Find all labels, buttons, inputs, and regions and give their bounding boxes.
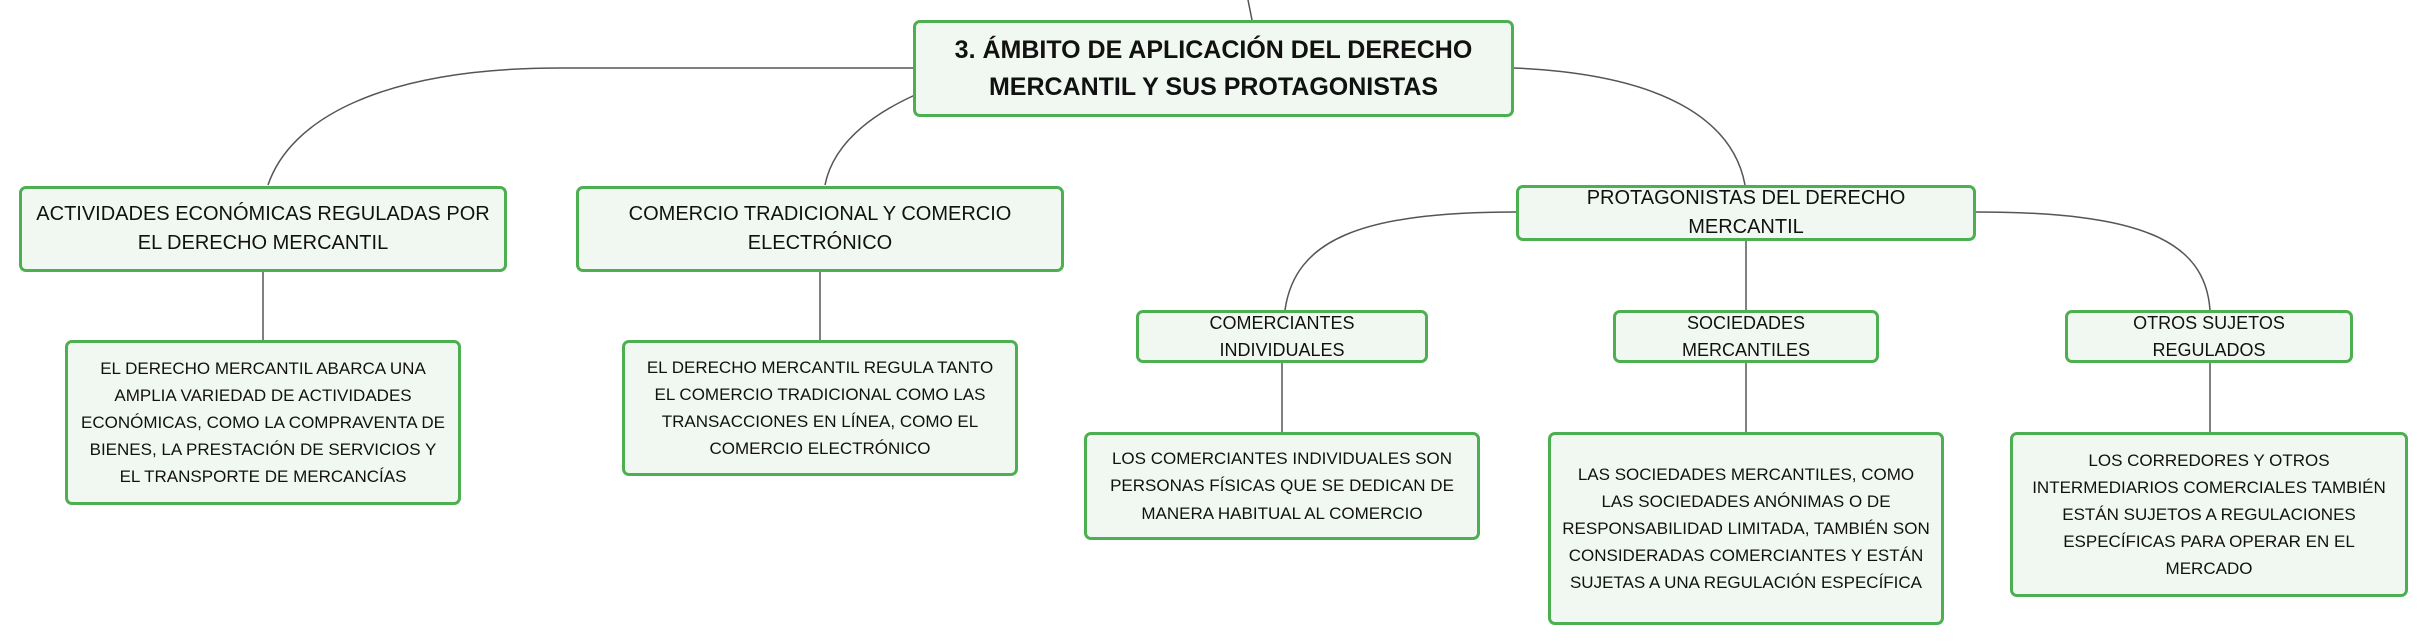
root-topic[interactable]: 3. ÁMBITO DE APLICACIÓN DEL DERECHO MERC… (913, 20, 1514, 117)
connector-root-comercio (824, 94, 916, 186)
detail-comerciantes-individuales[interactable]: LOS COMERCIANTES INDIVIDUALES SON PERSON… (1084, 432, 1480, 540)
detail-sociedades-mercantiles[interactable]: LAS SOCIEDADES MERCANTILES, COMO LAS SOC… (1548, 432, 1944, 625)
connector-protagonistas-otros (1975, 211, 2211, 311)
connector-root-incoming (1247, 0, 1253, 21)
connector-protagonistas-individuales (1284, 211, 1517, 311)
connector-root-actividades (267, 67, 915, 186)
topic-protagonistas[interactable]: PROTAGONISTAS DEL DERECHO MERCANTIL (1516, 185, 1976, 241)
topic-comerciantes-individuales[interactable]: COMERCIANTES INDIVIDUALES (1136, 310, 1428, 363)
detail-actividades[interactable]: EL DERECHO MERCANTIL ABARCA UNA AMPLIA V… (65, 340, 461, 505)
connector-root-protagonistas (1513, 67, 1746, 186)
topic-sociedades-mercantiles[interactable]: SOCIEDADES MERCANTILES (1613, 310, 1879, 363)
topic-comercio[interactable]: COMERCIO TRADICIONAL Y COMERCIO ELECTRÓN… (576, 186, 1064, 272)
detail-comercio[interactable]: EL DERECHO MERCANTIL REGULA TANTO EL COM… (622, 340, 1018, 476)
detail-otros-sujetos[interactable]: LOS CORREDORES Y OTROS INTERMEDIARIOS CO… (2010, 432, 2408, 597)
topic-actividades[interactable]: ACTIVIDADES ECONÓMICAS REGULADAS POR EL … (19, 186, 507, 272)
topic-otros-sujetos[interactable]: OTROS SUJETOS REGULADOS (2065, 310, 2353, 363)
